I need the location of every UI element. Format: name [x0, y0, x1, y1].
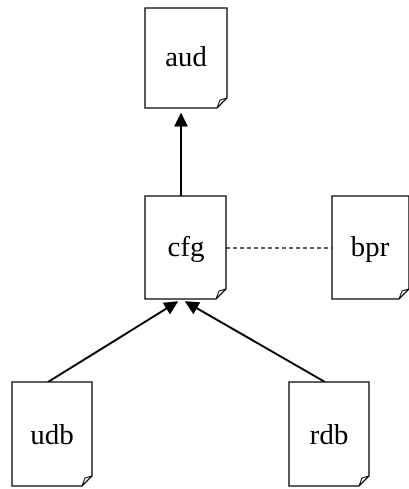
edge-udb-to-cfg: [47, 301, 179, 383]
node-aud-label: aud: [165, 41, 207, 73]
node-rdb[interactable]: rdb: [288, 381, 370, 487]
node-bpr-label: bpr: [351, 231, 390, 263]
node-cfg-label: cfg: [167, 231, 204, 263]
node-cfg[interactable]: cfg: [144, 195, 227, 300]
edge-rdb-to-cfg: [184, 301, 326, 383]
node-bpr[interactable]: bpr: [331, 195, 409, 300]
node-rdb-label: rdb: [310, 419, 349, 451]
node-aud[interactable]: aud: [144, 7, 228, 109]
node-udb[interactable]: udb: [11, 381, 93, 487]
node-udb-label: udb: [30, 419, 74, 451]
